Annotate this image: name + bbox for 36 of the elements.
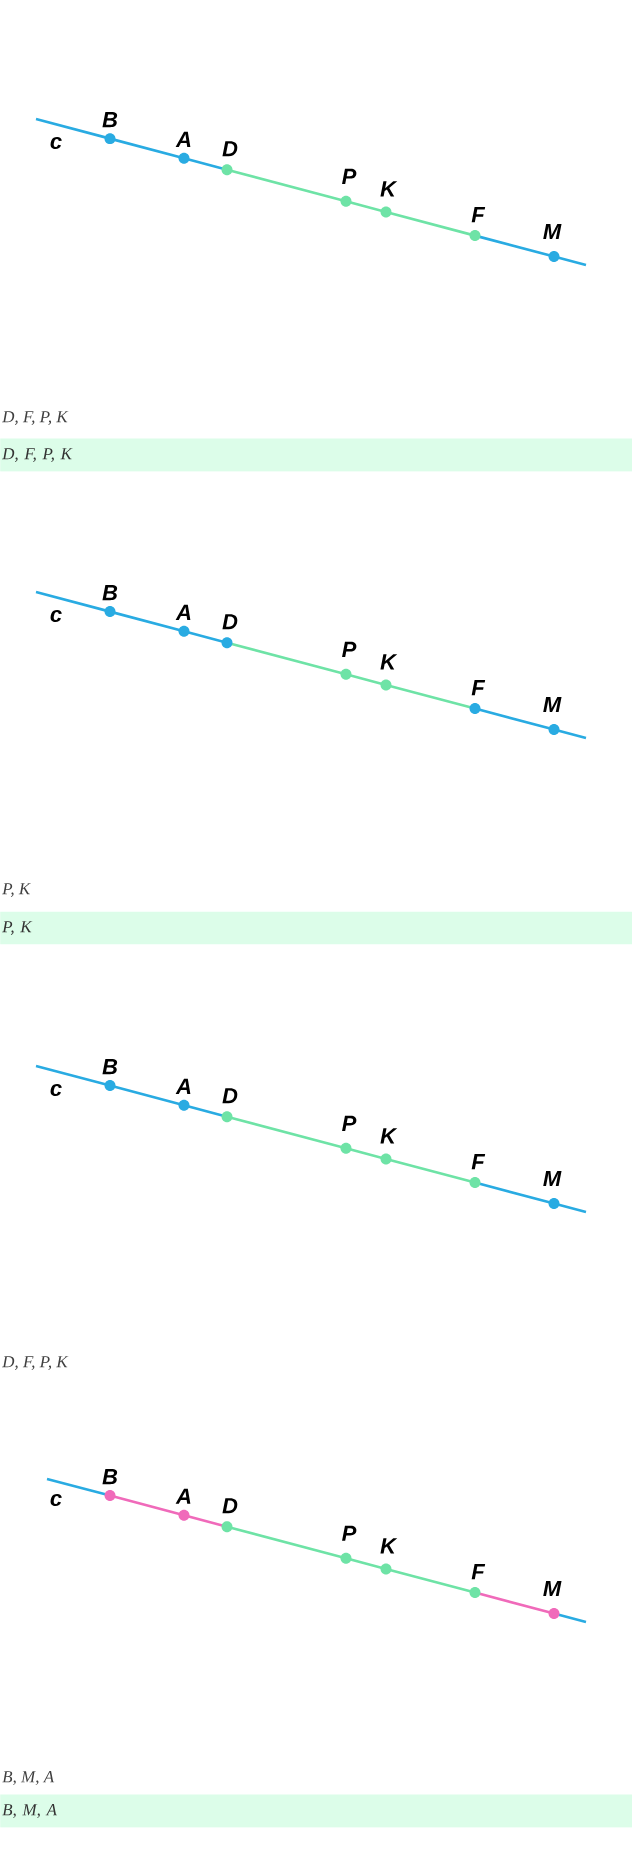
point-label: P <box>342 1525 357 1541</box>
point-label: B <box>102 1469 118 1485</box>
line-label: c <box>50 137 62 150</box>
point-label: D <box>222 141 238 157</box>
point-label: A <box>175 604 191 620</box>
point-label: M <box>543 223 562 240</box>
point-label: F <box>471 680 486 696</box>
answer-band: P, K <box>0 911 632 945</box>
point-label: A <box>175 131 191 147</box>
point-label: K <box>380 654 398 670</box>
point-label: K <box>380 181 398 197</box>
line-label: c <box>50 1084 62 1097</box>
point-label: K <box>380 1538 398 1554</box>
point-label: P <box>342 168 357 184</box>
answer-band: D, F, P, K <box>0 438 632 472</box>
point-label: B <box>102 585 118 601</box>
point-label: M <box>543 696 562 713</box>
point-label: A <box>175 1078 191 1094</box>
point-label: B <box>102 112 118 128</box>
point-label: P <box>342 641 357 657</box>
point-label: F <box>471 207 486 223</box>
point-label: P <box>342 1115 357 1131</box>
point-label: A <box>175 1488 191 1504</box>
point-label: F <box>471 1564 486 1580</box>
answer-text: D, F, P, K <box>2 1356 69 1370</box>
point-label: M <box>543 1170 562 1187</box>
point-label: B <box>102 1059 118 1075</box>
point-label: F <box>471 1154 486 1170</box>
point-label: D <box>222 1498 238 1514</box>
point-label: D <box>222 1088 238 1104</box>
point-label: D <box>222 614 238 630</box>
line-label: c <box>50 610 62 623</box>
point-label: M <box>543 1580 562 1597</box>
line-label: c <box>50 1494 62 1507</box>
answer-band: B, M, A <box>0 1794 632 1828</box>
point-label: K <box>380 1128 398 1144</box>
